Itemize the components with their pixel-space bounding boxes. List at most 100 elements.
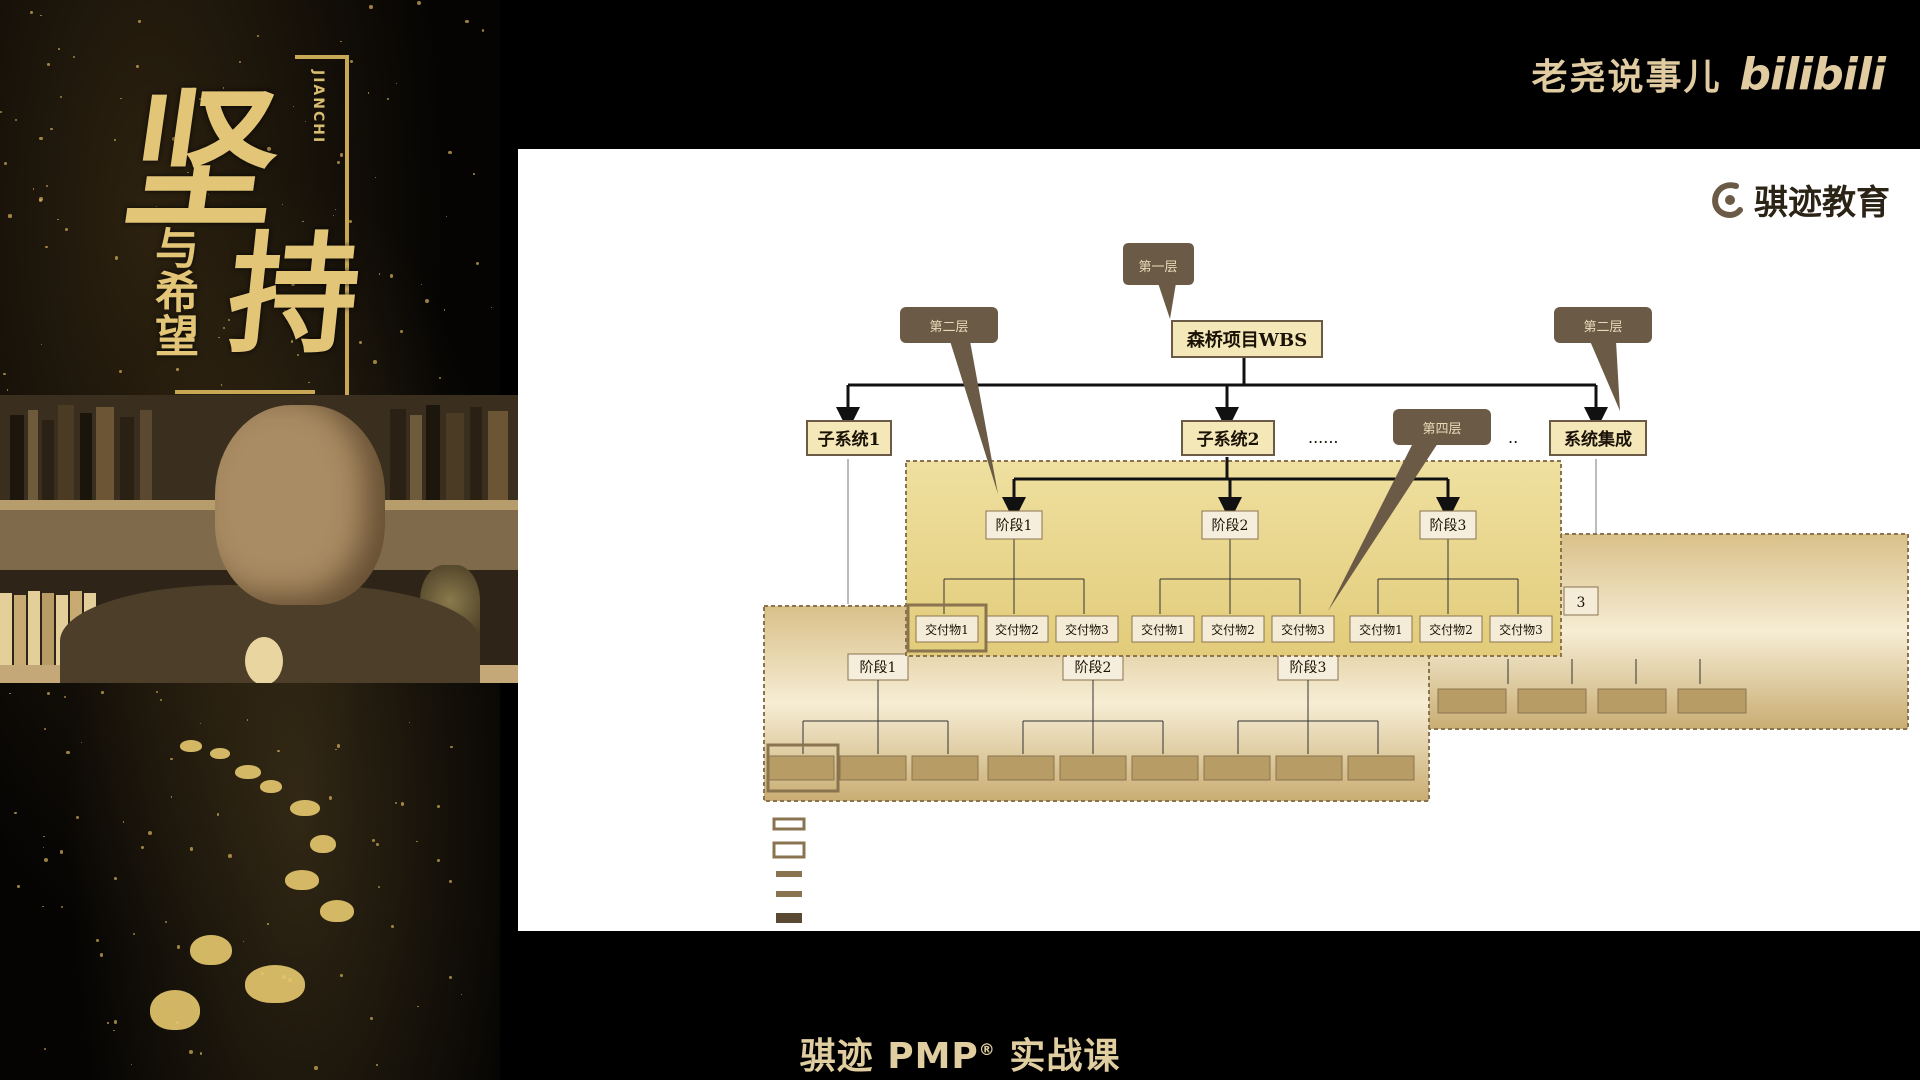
ellipsis-a: ...... bbox=[1308, 428, 1339, 447]
wbs-deliverable-node: 交付物1 bbox=[1131, 615, 1195, 643]
sparkle-dot bbox=[193, 87, 195, 89]
sparkle-dot bbox=[43, 836, 45, 838]
sparkle-dot bbox=[107, 1022, 109, 1024]
sparkle-dot bbox=[189, 847, 194, 851]
sparkle-dot bbox=[189, 1050, 194, 1055]
sparkle-dot bbox=[290, 340, 294, 343]
slide-brand: 骐迹教育 bbox=[1708, 175, 1890, 224]
title-subtitle: 与希望 bbox=[147, 225, 198, 357]
sparkle-dot bbox=[245, 100, 249, 103]
sparkle-dot bbox=[332, 214, 335, 217]
sparkle-dot bbox=[65, 228, 69, 232]
sparkle-dot bbox=[350, 60, 354, 64]
stack-indicators bbox=[772, 817, 806, 923]
wbs-deliverable-node: 交付物3 bbox=[1489, 615, 1553, 643]
sparkle-dot bbox=[481, 29, 485, 33]
sparkle-dot bbox=[377, 885, 381, 888]
back-right-phase-label: 3 bbox=[1577, 595, 1586, 611]
sparkle-dot bbox=[223, 326, 226, 330]
sparkle-dot bbox=[276, 274, 281, 278]
callout-level1-text: 第一层 bbox=[1138, 260, 1177, 275]
wbs-deliverable-label: 交付物2 bbox=[1429, 622, 1473, 637]
sparkle-dot bbox=[267, 147, 271, 151]
sparkle-dot bbox=[120, 97, 122, 100]
sparkle-dot bbox=[314, 1066, 318, 1070]
sparkle-dot bbox=[417, 1005, 419, 1008]
wbs-level2-node-1: 子系统1 bbox=[806, 420, 892, 456]
sparkle-dot bbox=[58, 48, 60, 50]
title-pinyin: JIANCHI bbox=[310, 70, 326, 145]
sparkle-dot bbox=[448, 879, 452, 883]
sparkle-dot bbox=[376, 1064, 378, 1066]
sparkle-dot bbox=[218, 336, 220, 339]
wbs-deliverable-node: 交付物2 bbox=[985, 615, 1049, 643]
sparkle-dot bbox=[59, 850, 64, 854]
sparkle-dot bbox=[296, 353, 299, 357]
sparkle-dot bbox=[395, 82, 398, 85]
sparkle-dot bbox=[76, 815, 80, 819]
back-phase-2: 阶段2 bbox=[1075, 660, 1112, 676]
sparkle-dot bbox=[328, 796, 333, 800]
wbs-deliverable-label: 交付物3 bbox=[1065, 622, 1109, 637]
sparkle-dot bbox=[99, 953, 103, 957]
sparkle-dot bbox=[416, 1, 421, 6]
sparkle-dot bbox=[14, 811, 17, 815]
sparkle-dot bbox=[4, 161, 8, 165]
sparkle-dot bbox=[132, 932, 135, 935]
sparkle-dot bbox=[7, 389, 9, 391]
sparkle-dot bbox=[369, 1016, 373, 1020]
wbs-phase-label-3: 阶段3 bbox=[1430, 518, 1467, 534]
sparkle-dot bbox=[118, 370, 122, 374]
wbs-deliverable-label: 交付物1 bbox=[1141, 622, 1185, 637]
sparkle-dot bbox=[308, 381, 310, 384]
sparkle-dot bbox=[32, 188, 35, 190]
wbs-level2-node-3: 系统集成 bbox=[1549, 420, 1647, 456]
sparkle-dot bbox=[222, 87, 225, 89]
sparkle-dot bbox=[170, 796, 173, 798]
sparkle-dot bbox=[464, 19, 469, 24]
sparkle-dot bbox=[155, 205, 157, 207]
course-caption: 骐迹 PMP® 实战课 bbox=[0, 1027, 1920, 1079]
sparkle-dot bbox=[334, 208, 337, 211]
sparkle-dot bbox=[147, 830, 152, 835]
sparkle-dot bbox=[339, 153, 343, 157]
sparkle-dot bbox=[158, 137, 161, 139]
sparkle-dot bbox=[170, 757, 173, 761]
sparkle-dot bbox=[277, 750, 280, 753]
sparkle-dot bbox=[437, 805, 441, 809]
sparkle-dot bbox=[45, 184, 49, 188]
brush-title-graphic: 坚 持 与希望 JIANCHI bbox=[116, 40, 367, 399]
sparkle-dot bbox=[374, 176, 376, 179]
sparkle-dot bbox=[42, 846, 45, 849]
back-phase-1: 阶段1 bbox=[860, 660, 897, 676]
sparkle-dot bbox=[45, 245, 48, 249]
microphone-icon bbox=[245, 637, 283, 683]
sparkle-dot bbox=[359, 341, 363, 345]
wbs-root-label: 森桥项目WBS bbox=[1187, 329, 1307, 351]
wbs-phase-label-2: 阶段2 bbox=[1212, 518, 1249, 534]
sparkle-dot bbox=[232, 344, 235, 347]
sparkle-dot bbox=[373, 359, 377, 364]
sparkle-dot bbox=[29, 10, 34, 14]
sparkle-dot bbox=[408, 721, 411, 723]
sparkle-dot bbox=[72, 56, 75, 59]
sparkle-dot bbox=[160, 699, 163, 702]
wbs-level2-label-1: 子系统1 bbox=[818, 429, 881, 450]
sparkle-dot bbox=[424, 298, 429, 303]
sparkle-dot bbox=[448, 150, 452, 154]
presentation-slide: 骐迹教育 3 bbox=[518, 149, 1920, 931]
sparkle-dot bbox=[64, 695, 67, 698]
sparkle-dot bbox=[475, 261, 480, 266]
sparkle-dot bbox=[292, 105, 294, 107]
sparkle-dot bbox=[212, 121, 217, 125]
sparkle-dot bbox=[239, 61, 241, 63]
sparkle-dot bbox=[473, 173, 475, 175]
sparkle-dot bbox=[44, 1048, 47, 1051]
sparkle-dot bbox=[421, 284, 423, 286]
title-bracket-bottom bbox=[175, 380, 315, 394]
sparkle-dot bbox=[57, 218, 59, 221]
sparkle-dot bbox=[243, 941, 245, 943]
sparkle-dot bbox=[43, 727, 46, 730]
sparkle-dot bbox=[450, 745, 453, 749]
sparkle-dot bbox=[339, 973, 343, 977]
